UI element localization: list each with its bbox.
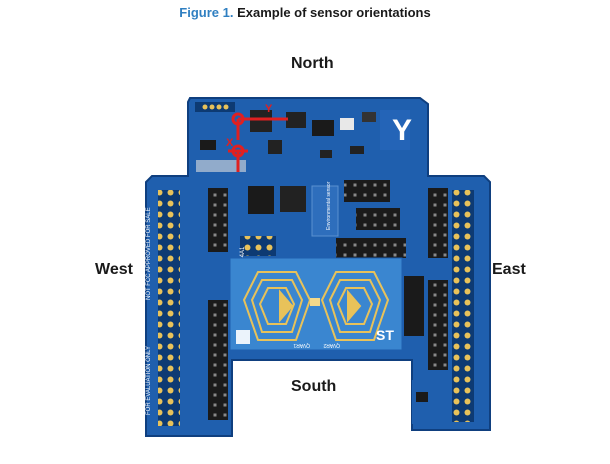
label-south: South <box>291 378 337 395</box>
label-east: East <box>492 261 526 278</box>
top-header-strip <box>195 102 235 112</box>
axis-y-label: Y <box>265 103 273 115</box>
figure-number: Figure 1. <box>179 5 234 20</box>
left-note: NOT FCC APPROVED FOR SALE <box>146 207 152 300</box>
right-socket-upper <box>428 188 448 258</box>
figure-caption: Figure 1. Example of sensor orientations <box>0 5 610 20</box>
label-west: West <box>95 261 133 278</box>
right-socket-lower <box>428 280 448 370</box>
label-north: North <box>291 55 334 72</box>
env-label: Environmental sensor <box>326 181 332 230</box>
st-logo-qvar: ST <box>376 327 394 343</box>
center-ic <box>248 186 274 214</box>
figure-title: Example of sensor orientations <box>237 5 431 20</box>
qvar-label: QVAR1 <box>293 342 310 348</box>
right-pin-header <box>452 190 474 422</box>
qvar-electrode-right <box>320 271 390 341</box>
axis-marker-top <box>231 112 288 140</box>
axis-x-label: X <box>226 137 234 149</box>
left-socket-lower <box>208 300 228 420</box>
qvar-label-2: QVAR2 <box>323 342 340 348</box>
left-pin-header <box>158 190 180 426</box>
st-logo-top: Y <box>392 114 412 147</box>
left-note-2: FOR EVALUATION ONLY <box>146 346 152 415</box>
axis-marker-bottom <box>228 144 248 172</box>
left-socket-upper <box>208 188 228 252</box>
sensor-chip-top <box>250 110 272 132</box>
qvar-electrode-left <box>242 271 312 341</box>
